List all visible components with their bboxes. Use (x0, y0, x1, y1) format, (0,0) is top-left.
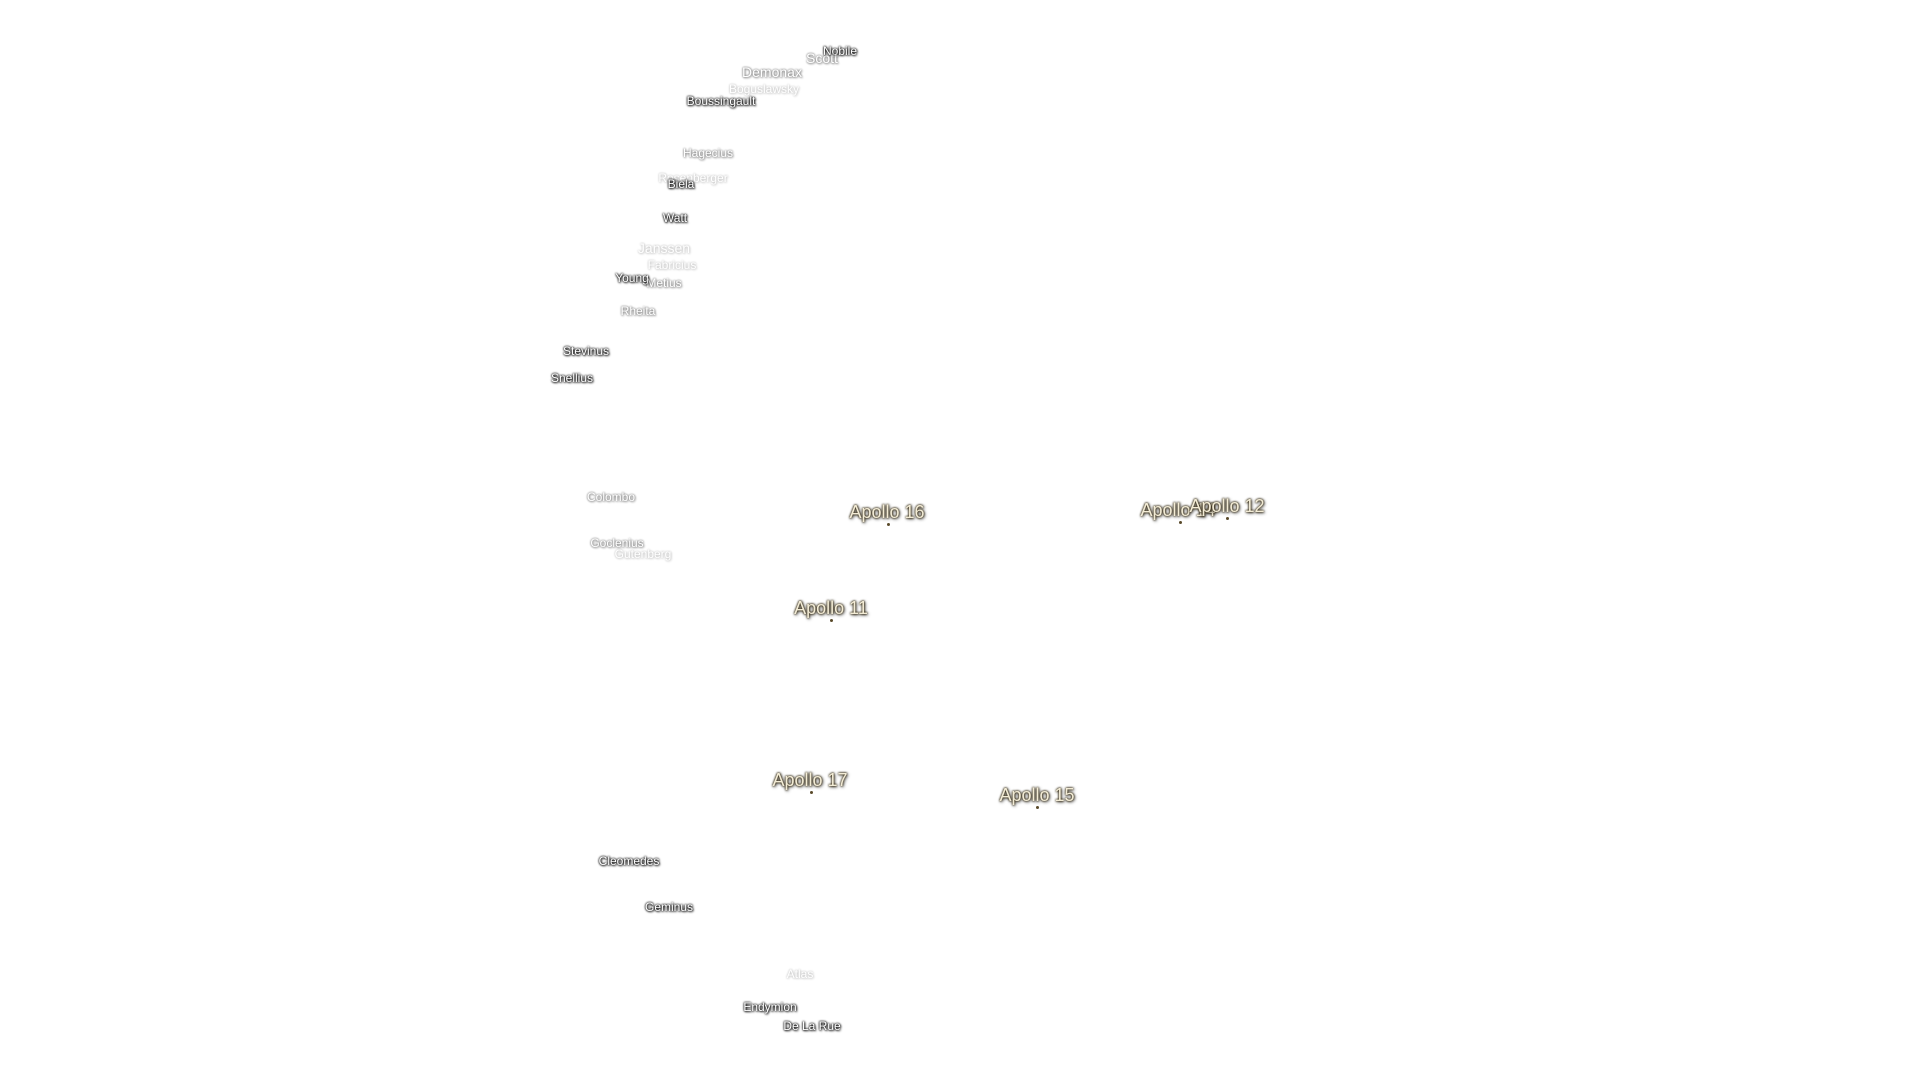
crater-label-cleomedes[interactable]: Cleomedes (598, 854, 660, 868)
landing-site-marker[interactable] (1179, 521, 1182, 524)
landing-site-marker[interactable] (887, 523, 890, 526)
crater-label-metius[interactable]: Metius (646, 276, 682, 290)
crater-label-snellius[interactable]: Snellius (550, 371, 594, 385)
crater-label-gutenberg[interactable]: Gutenberg (614, 547, 672, 561)
landing-site-marker[interactable] (1226, 517, 1229, 520)
crater-label-endymion[interactable]: Endymion (743, 1000, 797, 1014)
landing-site-marker[interactable] (810, 791, 813, 794)
crater-label-rheita[interactable]: Rheita (620, 304, 656, 318)
crater-label-demonax[interactable]: Demonax (742, 64, 802, 80)
landing-site-label-apollo-17[interactable]: Apollo 17 (772, 770, 848, 790)
crater-label-hagecius[interactable]: Hagecius (682, 146, 734, 160)
landing-site-marker[interactable] (830, 619, 833, 622)
crater-label-stevinus[interactable]: Stevinus (562, 344, 610, 358)
crater-label-biela[interactable]: Biela (667, 177, 695, 191)
crater-label-boussingault[interactable]: Boussingault (686, 94, 756, 108)
crater-label-fabricius[interactable]: Fabricius (647, 258, 697, 272)
crater-label-young[interactable]: Young (615, 271, 649, 285)
landing-site-label-apollo-16[interactable]: Apollo 16 (849, 502, 925, 522)
crater-label-watt[interactable]: Watt (662, 211, 688, 225)
crater-label-colombo[interactable]: Colombo (586, 490, 636, 504)
landing-site-label-apollo-12[interactable]: Apollo 12 (1189, 496, 1265, 516)
crater-label-boguslawsky[interactable]: Boguslawsky (728, 82, 800, 96)
landing-site-marker[interactable] (1036, 806, 1039, 809)
landing-site-label-apollo-14[interactable]: Apollo 14 (1140, 500, 1216, 520)
crater-label-nobile[interactable]: Nobile (822, 44, 858, 58)
crater-label-de-la-rue[interactable]: De La Rue (783, 1019, 841, 1033)
crater-label-janssen[interactable]: Janssen (637, 240, 691, 256)
crater-label-goclenius[interactable]: Goclenius (590, 536, 644, 550)
crater-label-rosenberger[interactable]: Rosenberger (658, 171, 728, 185)
crater-label-scott[interactable]: Scott (806, 50, 838, 66)
landing-site-label-apollo-11[interactable]: Apollo 11 (794, 598, 868, 618)
crater-label-atlas[interactable]: Atlas (786, 967, 814, 981)
landing-site-label-apollo-15[interactable]: Apollo 15 (999, 785, 1075, 805)
crater-label-geminus[interactable]: Geminus (644, 900, 694, 914)
